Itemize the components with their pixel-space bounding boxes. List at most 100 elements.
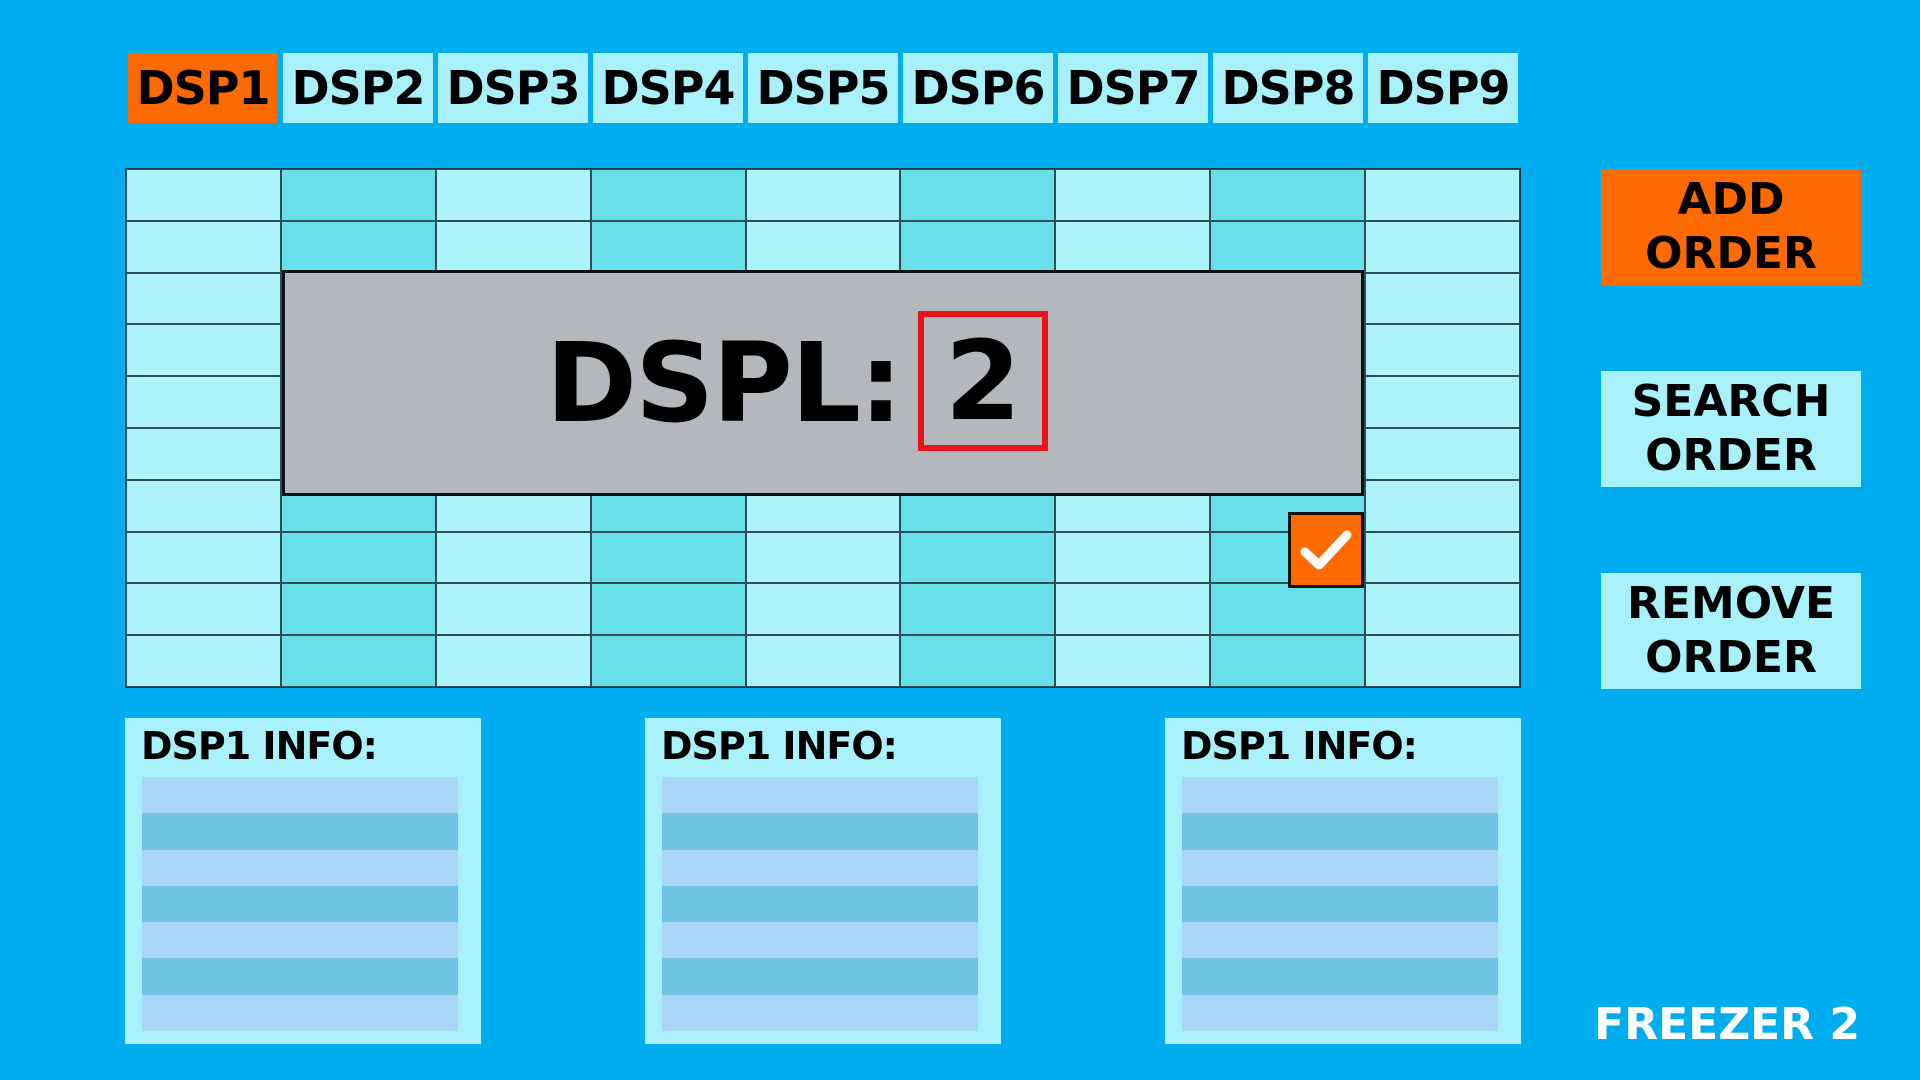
info-row xyxy=(1182,849,1498,886)
storage-cell[interactable] xyxy=(1365,376,1520,428)
info-row xyxy=(662,958,978,995)
storage-cell[interactable] xyxy=(900,635,1056,687)
storage-cell[interactable] xyxy=(1365,220,1520,273)
remove-order-button[interactable]: REMOVE ORDER xyxy=(1601,573,1861,689)
info-row xyxy=(142,958,458,995)
tab-dsp7[interactable]: DSP7 xyxy=(1058,53,1208,123)
storage-cell[interactable] xyxy=(745,169,901,221)
storage-cell[interactable] xyxy=(590,583,746,636)
display-label: DSPL: xyxy=(545,319,903,447)
info-row xyxy=(142,777,458,814)
storage-cell[interactable] xyxy=(1210,169,1366,221)
storage-cell[interactable] xyxy=(900,583,1056,636)
storage-cell[interactable] xyxy=(1055,220,1211,273)
storage-cell[interactable] xyxy=(745,220,901,273)
info-panel-title: DSP1 INFO: xyxy=(141,724,378,768)
storage-cell[interactable] xyxy=(1365,479,1520,532)
storage-cell[interactable] xyxy=(1055,169,1211,221)
confirm-checkbox[interactable] xyxy=(1288,512,1364,588)
storage-cell[interactable] xyxy=(900,531,1056,584)
storage-cell[interactable] xyxy=(126,376,281,428)
display-value: 2 xyxy=(944,317,1022,445)
tab-dsp3[interactable]: DSP3 xyxy=(438,53,588,123)
storage-cell[interactable] xyxy=(280,531,436,584)
storage-cell[interactable] xyxy=(435,169,591,221)
info-row xyxy=(662,777,978,814)
remove-order-label-line1: REMOVE xyxy=(1626,578,1836,629)
add-order-label-line1: ADD xyxy=(1677,174,1785,225)
info-panel-3: DSP1 INFO: xyxy=(1165,718,1521,1044)
info-panel-rows xyxy=(1182,777,1498,1031)
info-row xyxy=(662,849,978,886)
storage-cell[interactable] xyxy=(126,427,281,480)
tab-dsp1[interactable]: DSP1 xyxy=(128,53,278,123)
storage-cell[interactable] xyxy=(126,479,281,532)
storage-cell[interactable] xyxy=(1055,531,1211,584)
storage-cell[interactable] xyxy=(1365,531,1520,584)
tab-dsp8[interactable]: DSP8 xyxy=(1213,53,1363,123)
storage-cell[interactable] xyxy=(1210,583,1366,636)
info-row xyxy=(142,849,458,886)
dsp-tab-bar: DSP1 DSP2 DSP3 DSP4 DSP5 DSP6 DSP7 DSP8 … xyxy=(128,53,1518,123)
storage-cell[interactable] xyxy=(280,583,436,636)
storage-cell[interactable] xyxy=(590,169,746,221)
storage-cell[interactable] xyxy=(1365,635,1520,687)
display-value-highlight[interactable]: 2 xyxy=(918,311,1048,451)
storage-cell[interactable] xyxy=(900,220,1056,273)
info-panel-rows xyxy=(662,777,978,1031)
storage-cell[interactable] xyxy=(590,531,746,584)
storage-cell[interactable] xyxy=(280,635,436,687)
storage-cell[interactable] xyxy=(126,272,281,325)
storage-cell[interactable] xyxy=(280,220,436,273)
info-row xyxy=(142,885,458,923)
storage-cell[interactable] xyxy=(1365,324,1520,377)
info-row xyxy=(1182,813,1498,850)
storage-cell[interactable] xyxy=(126,635,281,687)
storage-cell[interactable] xyxy=(745,635,901,687)
storage-cell[interactable] xyxy=(590,220,746,273)
add-order-label-line2: ORDER xyxy=(1645,228,1817,279)
storage-cell[interactable] xyxy=(745,583,901,636)
storage-cell[interactable] xyxy=(745,531,901,584)
storage-cell[interactable] xyxy=(900,169,1056,221)
storage-cell[interactable] xyxy=(1055,635,1211,687)
storage-cell[interactable] xyxy=(1210,635,1366,687)
storage-cell[interactable] xyxy=(126,583,281,636)
info-row xyxy=(662,994,978,1031)
storage-cell[interactable] xyxy=(1055,583,1211,636)
storage-cell[interactable] xyxy=(1365,169,1520,221)
storage-cell[interactable] xyxy=(435,583,591,636)
storage-cell[interactable] xyxy=(1365,427,1520,480)
tab-dsp4[interactable]: DSP4 xyxy=(593,53,743,123)
info-panel-2: DSP1 INFO: xyxy=(645,718,1001,1044)
info-row xyxy=(142,922,458,959)
tab-dsp9[interactable]: DSP9 xyxy=(1368,53,1518,123)
info-row xyxy=(662,885,978,923)
storage-cell[interactable] xyxy=(435,220,591,273)
storage-cell[interactable] xyxy=(126,324,281,377)
info-row xyxy=(662,922,978,959)
display-panel: DSPL: 2 xyxy=(282,270,1364,496)
tab-dsp6[interactable]: DSP6 xyxy=(903,53,1053,123)
info-row xyxy=(1182,958,1498,995)
storage-cell[interactable] xyxy=(280,169,436,221)
storage-cell[interactable] xyxy=(126,220,281,273)
tab-dsp5[interactable]: DSP5 xyxy=(748,53,898,123)
search-order-label-line1: SEARCH xyxy=(1631,376,1831,427)
storage-cell[interactable] xyxy=(435,635,591,687)
storage-cell[interactable] xyxy=(435,531,591,584)
storage-cell[interactable] xyxy=(126,531,281,584)
freezer-label: FREEZER 2 xyxy=(1594,999,1860,1050)
info-row xyxy=(662,813,978,850)
storage-cell[interactable] xyxy=(1210,220,1366,273)
storage-cell[interactable] xyxy=(590,635,746,687)
storage-cell[interactable] xyxy=(1365,272,1520,325)
info-panel-1: DSP1 INFO: xyxy=(125,718,481,1044)
tab-dsp2[interactable]: DSP2 xyxy=(283,53,433,123)
info-panel-title: DSP1 INFO: xyxy=(661,724,898,768)
search-order-button[interactable]: SEARCH ORDER xyxy=(1601,371,1861,487)
storage-cell[interactable] xyxy=(126,169,281,221)
info-row xyxy=(1182,922,1498,959)
storage-cell[interactable] xyxy=(1365,583,1520,636)
add-order-button[interactable]: ADD ORDER xyxy=(1601,169,1861,285)
